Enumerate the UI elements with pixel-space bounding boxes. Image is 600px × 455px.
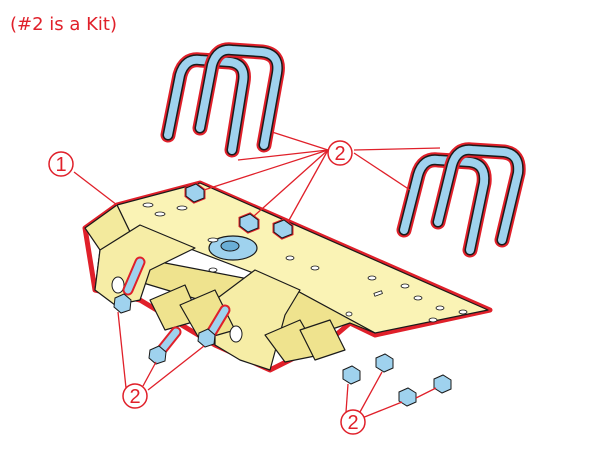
nut xyxy=(238,212,260,234)
bolt xyxy=(113,256,146,314)
nut xyxy=(272,218,294,240)
mounting-plate-assembly xyxy=(82,180,493,373)
nut xyxy=(342,365,361,385)
leader-lines xyxy=(73,131,441,419)
loose-nuts xyxy=(342,353,452,407)
bolts xyxy=(113,256,231,365)
callout-2-top: 2 xyxy=(327,140,353,166)
u-bolt-right xyxy=(396,142,526,258)
callout-2-bolts: 2 xyxy=(122,383,148,409)
kit-note: (#2 is a Kit) xyxy=(10,14,118,35)
nut xyxy=(375,353,394,373)
plate-nuts xyxy=(184,182,294,240)
callout-2-bolts-label: 2 xyxy=(129,386,140,408)
callout-2-nuts: 2 xyxy=(340,409,366,435)
callout-1: 1 xyxy=(48,151,74,177)
nut xyxy=(433,374,452,394)
nut xyxy=(184,182,206,204)
bolt xyxy=(148,326,182,365)
callout-1-label: 1 xyxy=(55,154,66,176)
bolt xyxy=(197,304,231,348)
u-bolt-left xyxy=(160,42,285,158)
nut xyxy=(398,387,417,407)
callout-2-nuts-label: 2 xyxy=(347,412,358,434)
callout-2-top-label: 2 xyxy=(334,143,345,165)
